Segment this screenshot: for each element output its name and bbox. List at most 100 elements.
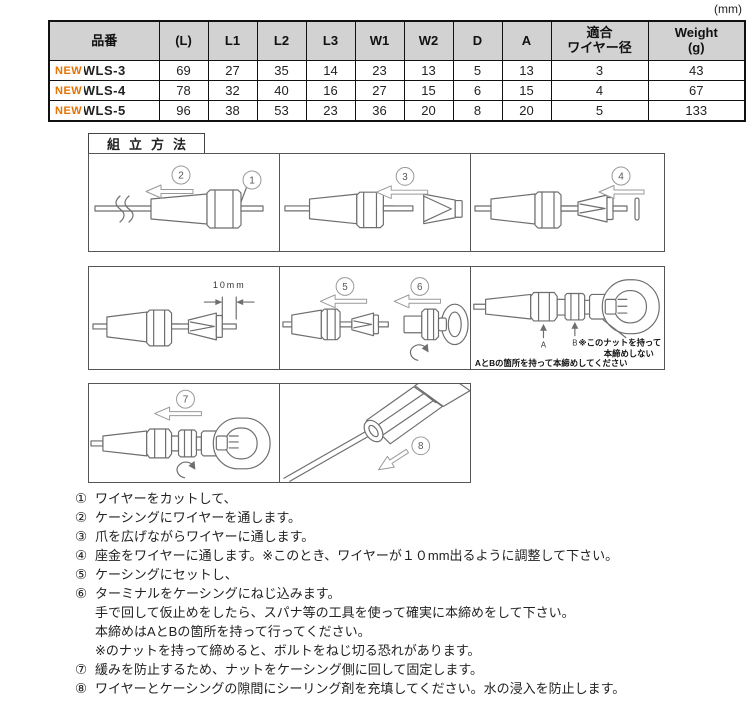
spec-cell: 20: [403, 100, 454, 122]
nut-warning-line1: ※このナットを持って: [579, 337, 662, 347]
spec-cell: 27: [354, 80, 405, 101]
assembly-diagram-step5-6: 5 6: [279, 266, 471, 370]
assembly-diagram-step4: 4: [470, 153, 665, 252]
step-text: ケーシングにワイヤーを通します。: [95, 510, 302, 525]
step-text: ※のナットを持って締めると、ボルトをねじ切る恐れがあります。: [95, 643, 481, 658]
spec-cell: 78: [158, 80, 209, 101]
step-circle-7: 7: [183, 395, 189, 406]
product-name-cell: NEW WLS-3: [48, 60, 160, 81]
step-circle-2: 2: [178, 171, 184, 182]
spec-cell: 36: [354, 100, 405, 122]
spec-cell: 8: [452, 100, 503, 122]
spec-cell: 23: [305, 100, 356, 122]
assembly-diagram-step3: 3: [279, 153, 471, 252]
instruction-step-8: ⑧ ワイヤーとケーシングの隙間にシーリング剤を充填してください。水の浸入を防止しま…: [75, 679, 735, 698]
instruction-step-6-note-1: 手で回して仮止めをしたら、スパナ等の工具を使って確実に本締めをして下さい。: [75, 603, 735, 622]
unit-label: (mm): [714, 2, 742, 16]
assembly-diagram-10mm: 10mm: [88, 266, 280, 370]
spec-cell: 133: [647, 100, 746, 122]
spec-cell: 4: [550, 80, 649, 101]
step8-drawing: 8: [283, 384, 470, 482]
dimension-label: 10mm: [213, 280, 246, 290]
spec-cell: 23: [354, 60, 405, 81]
assembly-method-title: 組立方法: [88, 133, 205, 154]
product-name-cell: NEW WLS-4: [48, 80, 160, 101]
col-header-L3: L3: [305, 20, 356, 61]
spec-cell: 6: [452, 80, 503, 101]
ab-tighten-note: AとBの箇所を持って本締めしてください: [475, 358, 628, 368]
step-circle-3: 3: [402, 172, 408, 183]
product-name: WLS-4: [82, 83, 126, 98]
spec-cell: 15: [501, 80, 552, 101]
instruction-step-5: ⑤ ケーシングにセットし、: [75, 565, 735, 584]
product-name-cell: NEW WLS-5: [48, 100, 160, 122]
step7-drawing: 7: [90, 389, 271, 479]
spec-cell: 69: [158, 60, 209, 81]
col-header-part-no: 品番: [48, 20, 160, 61]
assembly-diagram-tighten-note: A B ※このナットを持って 本締めしない AとBの箇所を持って本締めしてくださ…: [470, 266, 665, 370]
instruction-step-6-note-2: 本締めはAとBの箇所を持って行ってください。: [75, 622, 735, 641]
spec-cell: 67: [647, 80, 746, 101]
tighten-note-drawing: A B ※このナットを持って 本締めしない AとBの箇所を持って本締めしてくださ…: [473, 279, 662, 368]
step-text: 爪を広げながらワイヤーに通します。: [95, 529, 315, 544]
spec-cell: 53: [256, 100, 307, 122]
label-b: B: [572, 338, 577, 347]
spec-cell: 15: [403, 80, 454, 101]
step-text: ワイヤーとケーシングの隙間にシーリング剤を充填してください。水の浸入を防止します…: [95, 681, 626, 696]
product-name: WLS-3: [82, 63, 126, 78]
new-badge: NEW: [53, 64, 85, 77]
spec-cell: 13: [403, 60, 454, 81]
assembly-diagram-step1-2: 2 1: [88, 153, 280, 252]
dimension-drawing: 10mm: [92, 280, 255, 347]
table-row: NEW WLS-4 78 32 40 16 27 15 6 15 4 67: [48, 80, 746, 101]
spec-cell: 38: [207, 100, 258, 122]
spec-cell: 35: [256, 60, 307, 81]
step-circle-8: 8: [418, 441, 424, 452]
step-marker: ⑧: [75, 681, 88, 696]
step-circle-5: 5: [342, 282, 348, 293]
table-row: NEW WLS-3 69 27 35 14 23 13 5 13 3 43: [48, 60, 746, 81]
spec-cell: 40: [256, 80, 307, 101]
table-row: NEW WLS-5 96 38 53 23 36 20 8 20 5 133: [48, 100, 746, 122]
spec-cell: 14: [305, 60, 356, 81]
step-marker: ①: [75, 491, 88, 506]
label-a: A: [541, 340, 547, 349]
new-badge: NEW: [53, 104, 85, 117]
product-name: WLS-5: [82, 103, 126, 118]
assembly-diagram-step8: 8: [279, 383, 471, 483]
step-text: ケーシングにセットし、: [95, 567, 238, 582]
step1-2-drawing: 2 1: [94, 165, 264, 229]
spec-cell: 20: [501, 100, 552, 122]
spec-cell: 3: [550, 60, 649, 81]
step-circle-6: 6: [417, 282, 423, 293]
step-marker: ③: [75, 529, 88, 544]
step-marker: ⑤: [75, 567, 88, 582]
step-text: 手で回して仮止めをしたら、スパナ等の工具を使って確実に本締めをして下さい。: [95, 605, 575, 620]
assembly-diagram-step7: 7: [88, 383, 280, 483]
new-badge: NEW: [53, 84, 85, 97]
spec-cell: 5: [550, 100, 649, 122]
step-marker: ②: [75, 510, 88, 525]
step-marker: ④: [75, 548, 88, 563]
step-circle-1: 1: [249, 176, 255, 187]
instruction-step-2: ② ケーシングにワイヤーを通します。: [75, 508, 735, 527]
spec-cell: 27: [207, 60, 258, 81]
col-header-W1: W1: [354, 20, 405, 61]
spec-cell: 16: [305, 80, 356, 101]
col-header-D: D: [452, 20, 503, 61]
step-text: ターミナルをケーシングにねじ込みます。: [95, 586, 341, 601]
step5-6-drawing: 5 6: [282, 277, 469, 361]
col-header-wire-dia: 適合 ワイヤー径: [550, 20, 649, 61]
col-header-W2: W2: [403, 20, 454, 61]
col-header-weight: Weight (g): [647, 20, 746, 61]
spec-cell: 96: [158, 100, 209, 122]
spec-cell: 32: [207, 80, 258, 101]
col-header-L2: L2: [256, 20, 307, 61]
col-header-A: A: [501, 20, 552, 61]
header-row: 品番 (L) L1 L2 L3 W1 W2 D A 適合 ワイヤー径 Weigh…: [48, 20, 746, 61]
step-text: 座金をワイヤーに通します。※このとき、ワイヤーが１０mm出るように調整して下さい…: [95, 548, 619, 563]
